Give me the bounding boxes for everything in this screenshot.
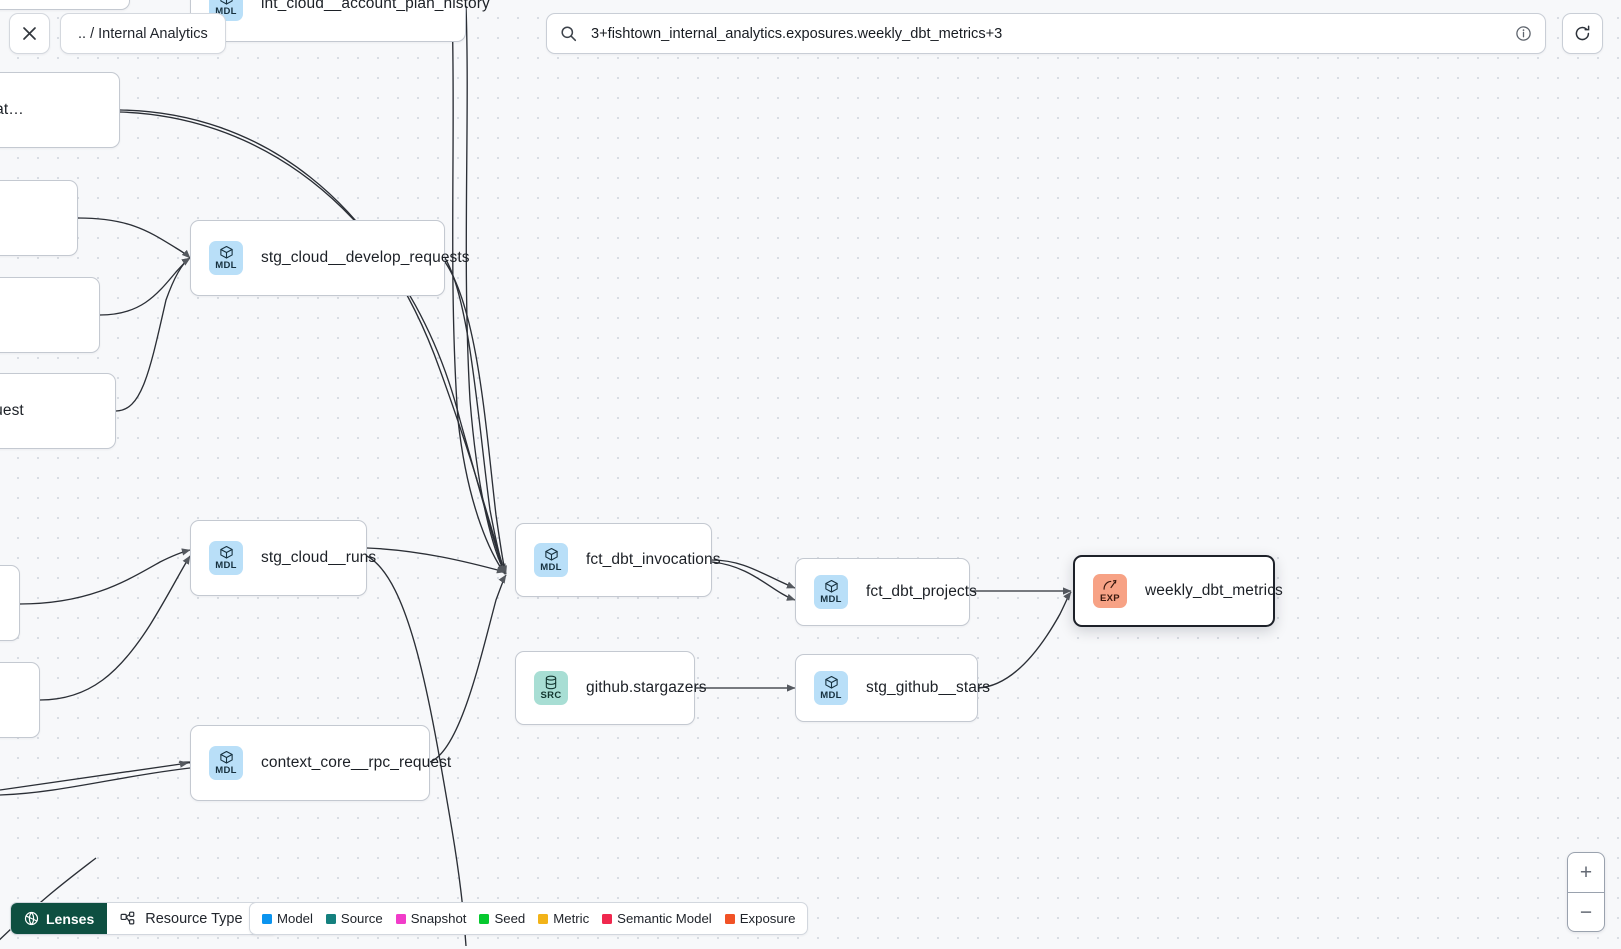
- graph-node-partial_n[interactable]: n: [0, 565, 20, 641]
- legend-item-semantic-model[interactable]: Semantic Model: [602, 911, 712, 926]
- legend-label: Exposure: [739, 911, 796, 926]
- graph-node-stg_cloud_runs[interactable]: MDL stg_cloud__runs: [190, 520, 376, 596]
- node-type-badge-src: SRC: [534, 671, 568, 705]
- legend-swatch: [538, 913, 549, 924]
- graph-node-fct_dbt_projects[interactable]: MDL fct_dbt_projects: [795, 558, 977, 626]
- graph-node-velop_request[interactable]: velop_request: [0, 277, 100, 353]
- info-circle-icon[interactable]: [1515, 25, 1532, 42]
- legend-item-model[interactable]: Model: [262, 911, 313, 926]
- zoom-in-label: +: [1579, 861, 1593, 884]
- legend-label: Seed: [494, 911, 526, 926]
- cube-icon: [219, 0, 234, 6]
- graph-node-op_request[interactable]: op_request: [0, 180, 78, 256]
- node-label: weekly_dbt_metrics: [1145, 582, 1283, 599]
- legend-label: Source: [340, 911, 383, 926]
- node-type-badge-text: MDL: [820, 690, 842, 702]
- graph-node-weekly_dbt_metrics[interactable]: EXP weekly_dbt_metrics: [1073, 555, 1283, 627]
- graph-node-snapshot_daily[interactable]: snapshot_daily: [0, 0, 130, 10]
- resource-type-dropdown[interactable]: Resource Type: [107, 903, 277, 934]
- cube-icon: [824, 675, 839, 690]
- nodes-icon: [120, 911, 135, 924]
- graph-node-multicell_migrat[interactable]: multicell_migrat…: [0, 72, 120, 148]
- gauge-icon: [1102, 578, 1118, 593]
- node-label: stg_cloud__runs: [261, 549, 377, 566]
- node-label: stg_cloud__develop_requests: [261, 249, 470, 266]
- cube-icon: [219, 245, 234, 260]
- legend-swatch: [395, 913, 406, 924]
- node-label: multicell_migrat…: [0, 101, 24, 118]
- legend-swatch: [724, 913, 735, 924]
- node-type-badge-text: MDL: [215, 560, 237, 572]
- node-type-badge-mdl: MDL: [209, 241, 243, 275]
- graph-node-stg_github_stars[interactable]: MDL stg_github__stars: [795, 654, 990, 722]
- graph-node-stg_cloud_develop_requests[interactable]: MDL stg_cloud__develop_requests: [190, 220, 470, 296]
- legend-label: Model: [277, 911, 313, 926]
- legend-item-snapshot[interactable]: Snapshot: [395, 911, 467, 926]
- legend-item-exposure[interactable]: Exposure: [724, 911, 796, 926]
- node-type-badge-mdl: MDL: [209, 746, 243, 780]
- node-type-badge-mdl: MDL: [814, 671, 848, 705]
- legend-swatch: [325, 913, 336, 924]
- node-type-badge-text: MDL: [820, 594, 842, 606]
- graph-node-develop_request[interactable]: _develop_request: [0, 373, 116, 449]
- refresh-button[interactable]: [1562, 13, 1603, 54]
- cube-icon: [544, 547, 559, 562]
- legend-item-seed[interactable]: Seed: [479, 911, 525, 926]
- lenses-toolbar: Lenses Resource Type: [10, 902, 278, 935]
- close-button[interactable]: [9, 13, 50, 54]
- search-input[interactable]: [589, 24, 1515, 43]
- legend-item-metric[interactable]: Metric: [538, 911, 589, 926]
- graph-node-github_stargazers[interactable]: SRC github.stargazers: [515, 651, 707, 725]
- node-type-badge-text: MDL: [215, 6, 237, 18]
- zoom-out-button[interactable]: −: [1568, 892, 1604, 931]
- node-type-badge-text: MDL: [215, 260, 237, 272]
- legend-label: Metric: [553, 911, 590, 926]
- node-label: stg_github__stars: [866, 679, 991, 696]
- node-type-badge-text: MDL: [540, 562, 562, 574]
- zoom-controls: + −: [1567, 852, 1605, 932]
- legend-swatch: [479, 913, 490, 924]
- node-label: int_cloud__account_plan_history: [261, 0, 490, 12]
- cube-icon: [824, 579, 839, 594]
- resource-type-label: Resource Type: [145, 910, 243, 927]
- legend-label: Semantic Model: [617, 911, 712, 926]
- graph-node-fct_dbt_invocations[interactable]: MDL fct_dbt_invocations: [515, 523, 721, 597]
- node-label: github.stargazers: [586, 679, 707, 696]
- node-label: fct_dbt_invocations: [586, 551, 721, 568]
- node-type-badge-mdl: MDL: [209, 541, 243, 575]
- node-label: _develop_request: [0, 402, 24, 419]
- zoom-in-button[interactable]: +: [1568, 853, 1604, 892]
- cube-icon: [219, 545, 234, 560]
- node-label: context_core__rpc_request: [261, 754, 452, 771]
- legend-item-source[interactable]: Source: [325, 911, 383, 926]
- graph-node-int_cloud_account_plan[interactable]: MDL int_cloud__account_plan_history: [190, 0, 490, 42]
- lenses-label: Lenses: [46, 910, 95, 927]
- cube-icon: [219, 750, 234, 765]
- search-icon: [561, 26, 577, 42]
- search-bar[interactable]: [546, 13, 1546, 54]
- node-label: fct_dbt_projects: [866, 583, 978, 600]
- breadcrumb[interactable]: .. / Internal Analytics: [60, 13, 226, 54]
- database-icon: [544, 675, 558, 690]
- node-type-badge-mdl: MDL: [534, 543, 568, 577]
- node-type-badge-exp: EXP: [1093, 574, 1127, 608]
- node-type-badge-text: MDL: [215, 765, 237, 777]
- lens-aperture-icon: [24, 911, 39, 926]
- legend-label: Snapshot: [410, 911, 467, 926]
- breadcrumb-label: .. / Internal Analytics: [78, 25, 208, 42]
- node-type-badge-text: EXP: [1100, 593, 1120, 605]
- graph-node-partial_run[interactable]: _run: [0, 662, 40, 738]
- graph-node-context_core_rpc_request[interactable]: MDL context_core__rpc_request: [190, 725, 451, 801]
- node-type-badge-text: SRC: [540, 690, 562, 702]
- resource-type-legend: Model Source Snapshot Seed Metric Semantic Mo…: [249, 902, 809, 935]
- close-icon: [23, 27, 36, 40]
- zoom-out-label: −: [1579, 900, 1593, 924]
- lenses-button[interactable]: Lenses: [11, 903, 108, 934]
- legend-swatch: [262, 913, 272, 924]
- legend-swatch: [602, 913, 613, 924]
- node-type-badge-mdl: MDL: [814, 575, 848, 609]
- refresh-icon: [1575, 25, 1590, 41]
